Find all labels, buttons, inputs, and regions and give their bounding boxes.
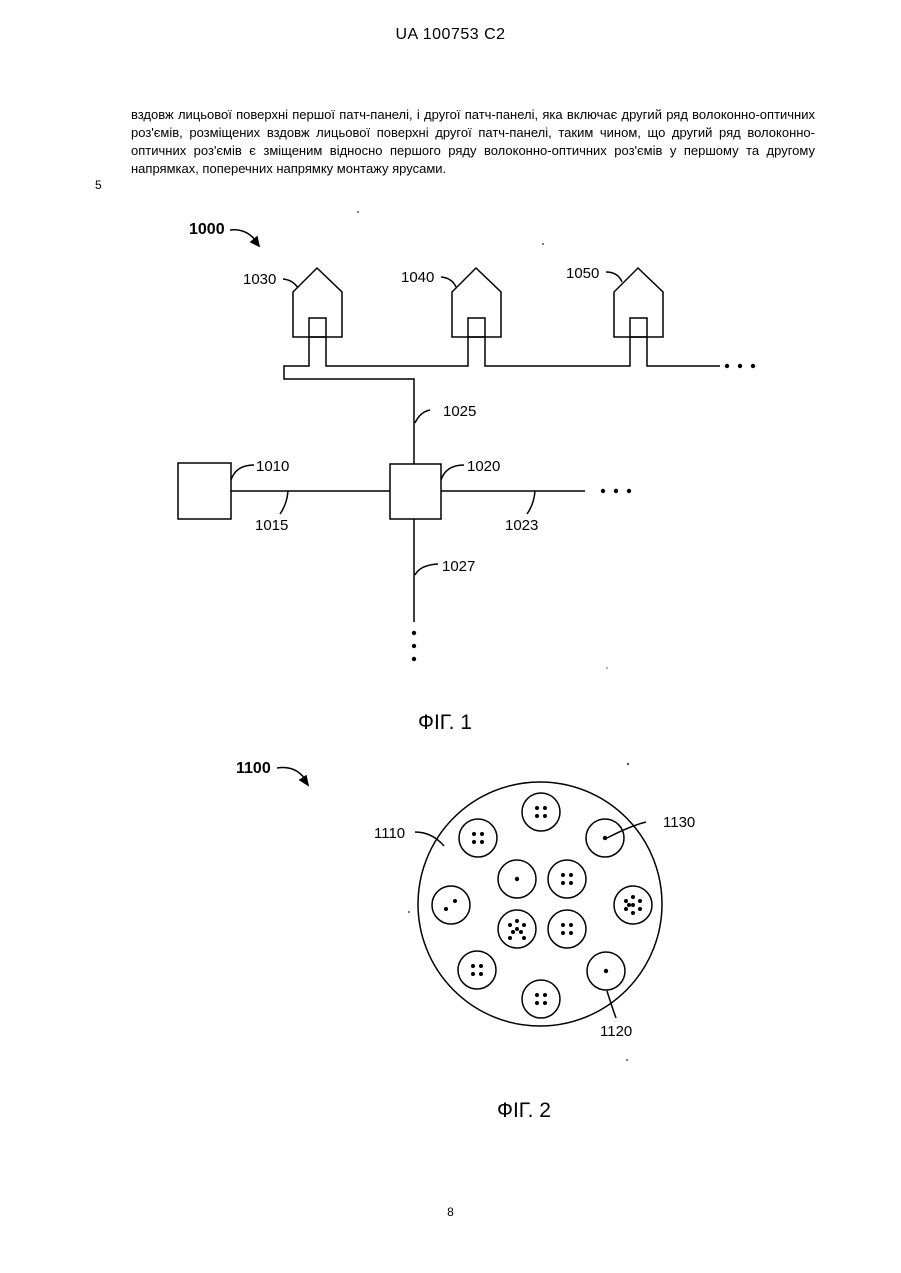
outer-sheath-1110 (418, 782, 662, 1026)
label-1025: 1025 (443, 403, 476, 420)
figure-2-caption: ФІГ. 2 (497, 1099, 551, 1122)
bundle-inner-4 (548, 910, 586, 948)
label-1120: 1120 (600, 1023, 632, 1040)
page-number: 8 (0, 1205, 901, 1219)
label-1010: 1010 (256, 458, 289, 475)
figure-2 (277, 768, 662, 1026)
label-1130: 1130 (663, 814, 695, 831)
bundle-top (522, 793, 560, 831)
bundle-inner-2 (548, 860, 586, 898)
bundle-upper-left (459, 819, 497, 857)
house-1050 (614, 268, 663, 337)
label-1023: 1023 (505, 517, 538, 534)
box-1010 (178, 463, 231, 519)
scan-specks (357, 211, 629, 1061)
label-1015: 1015 (255, 517, 288, 534)
bundle-left (432, 886, 470, 924)
figure-1-caption: ФІГ. 1 (418, 711, 472, 734)
label-1020: 1020 (467, 458, 500, 475)
label-1110: 1110 (374, 825, 405, 842)
ref-label-1100: 1100 (236, 760, 271, 777)
label-1040: 1040 (401, 269, 434, 286)
label-1027: 1027 (442, 558, 475, 575)
label-1030: 1030 (243, 271, 276, 288)
bundle-bottom (522, 980, 560, 1018)
bundle-lower-left (458, 951, 496, 989)
box-1020 (390, 464, 441, 519)
ref-label-1000: 1000 (189, 221, 225, 238)
house-1030 (293, 268, 342, 337)
label-1050: 1050 (566, 265, 599, 282)
distribution-bus (284, 337, 414, 464)
house-1040 (452, 268, 501, 337)
